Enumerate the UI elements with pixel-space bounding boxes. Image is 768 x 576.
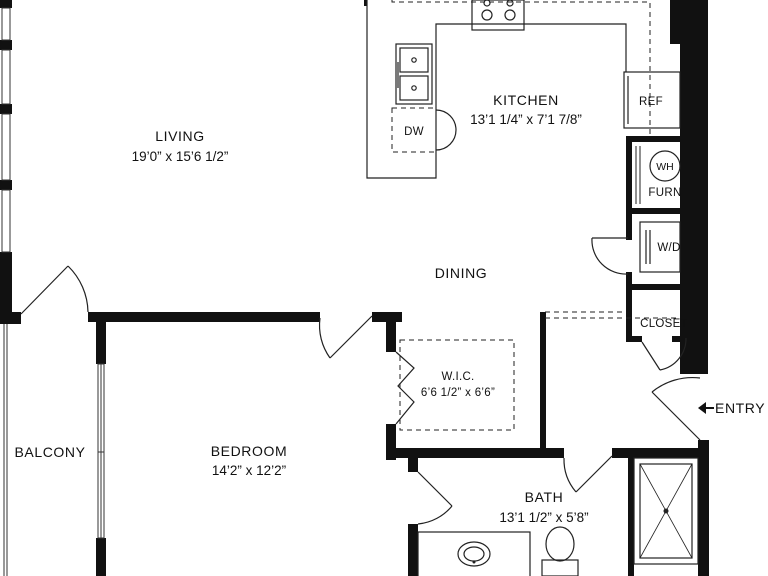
kitchen-cabinets [366,0,681,319]
wic-name: W.I.C. [441,371,474,383]
bath-fixtures [417,457,699,576]
living-name: LIVING [155,128,205,144]
walls [0,0,709,576]
washer-dryer-label: W/D [657,242,680,254]
entry-label: ENTRY [715,400,765,416]
bedroom-dimensions: 14’2” x 12’2” [212,463,286,478]
left-arrow-icon [698,402,714,414]
wic-shelf [399,339,515,431]
living-dimensions: 19’0” x 15’6 1/2” [132,149,229,164]
kitchen-dimensions: 13’1 1/4” x 7’1 7/8” [470,112,582,127]
bath-name: BATH [525,489,564,505]
windows [1,7,105,576]
dining-name: DINING [435,265,488,281]
refrigerator-label: REF [639,96,663,108]
furnace-label: FURN [648,187,681,199]
closet-label: CLOSET [640,318,688,330]
bedroom-name: BEDROOM [211,443,288,459]
wic-dimensions: 6’6 1/2” x 6’6” [421,387,495,399]
balcony-name: BALCONY [14,444,85,460]
water-heater-label: WH [656,161,674,173]
doors [20,237,701,525]
dishwasher-label: DW [404,126,424,138]
kitchen-name: KITCHEN [493,92,559,108]
bath-dimensions: 13’1 1/2” x 5’8” [499,510,588,525]
